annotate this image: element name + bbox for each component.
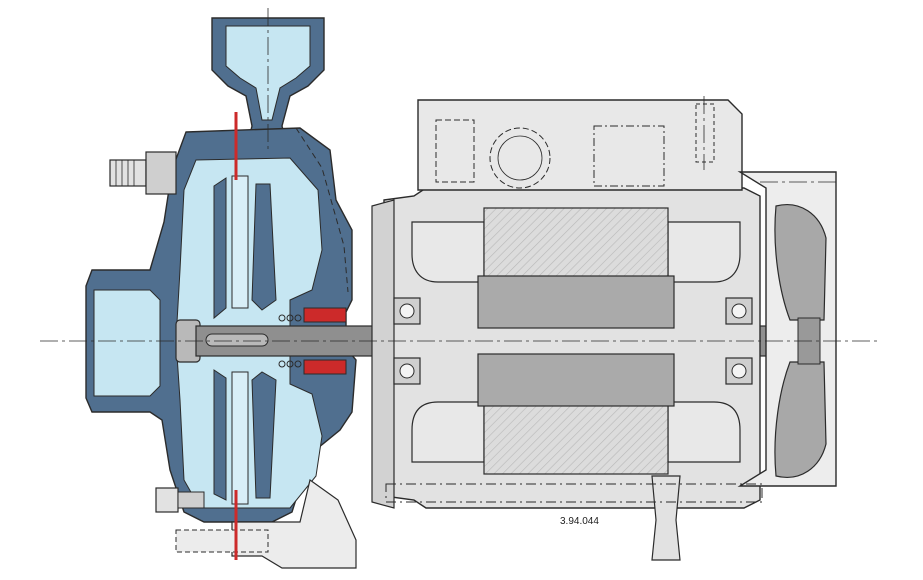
- priming-plug: [109, 151, 177, 195]
- cable-gland: [489, 127, 551, 189]
- motor-section: [371, 99, 837, 561]
- stator-core-lower: [483, 403, 669, 475]
- front-bearing: [393, 297, 421, 385]
- pump-section: [85, 17, 357, 569]
- cooling-fan-lower: [774, 361, 827, 478]
- stator-winding-lower-left: [411, 401, 485, 463]
- capacitor: [593, 125, 665, 187]
- impeller-upper-hub: [251, 183, 277, 311]
- stator-winding-upper-right: [667, 221, 741, 283]
- motor-front-flange: [371, 199, 395, 509]
- rear-bearing: [725, 297, 753, 385]
- rotor-upper: [477, 275, 675, 329]
- terminal-box: [417, 99, 743, 191]
- vent-channel: [295, 127, 349, 293]
- stator-core-upper: [483, 207, 669, 279]
- mechanical-seal-lower: [303, 359, 347, 375]
- impeller-upper-shroud: [213, 177, 227, 320]
- drain-bolt: [155, 487, 205, 513]
- seal-spring: [278, 314, 302, 368]
- drawing-reference-number: 3.94.044: [560, 516, 599, 527]
- motor-foot: [651, 475, 681, 561]
- mechanical-seal-upper: [303, 307, 347, 323]
- stator-winding-lower-right: [667, 401, 741, 463]
- shaft-key: [205, 333, 269, 347]
- centerlines: [40, 8, 880, 342]
- impeller-blade-lower: [231, 371, 249, 505]
- cooling-fan-upper: [774, 204, 827, 321]
- impeller-blade-upper: [231, 175, 249, 309]
- suction-inlet-bore: [93, 289, 161, 397]
- terminal-box-screw: [695, 103, 715, 163]
- rotor-lower: [477, 353, 675, 407]
- stator-winding-upper-left: [411, 221, 485, 283]
- impeller-lower-shroud: [213, 369, 227, 501]
- motor-base-bolt: [385, 483, 763, 503]
- impeller-lower-hub: [251, 371, 277, 499]
- terminal-block: [435, 119, 475, 183]
- foot-bolt: [175, 529, 269, 553]
